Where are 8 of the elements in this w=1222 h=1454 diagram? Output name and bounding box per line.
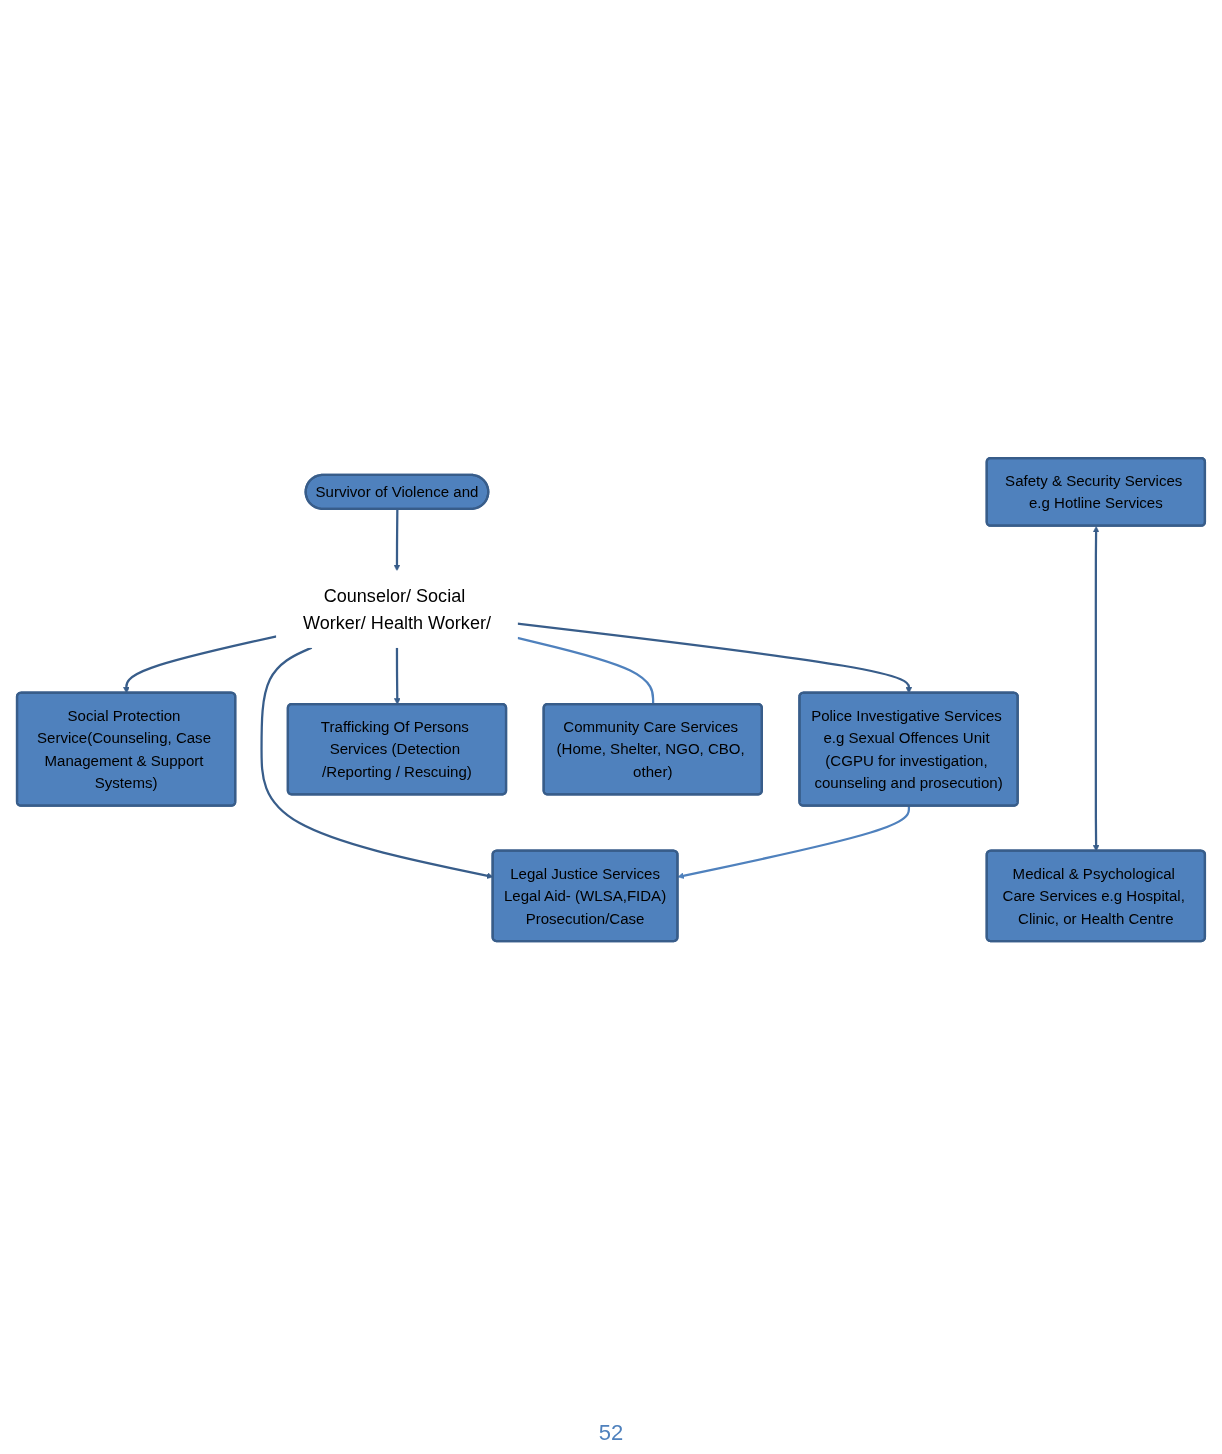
connector	[517, 637, 655, 705]
arrow	[677, 806, 911, 880]
arrow	[123, 635, 277, 694]
arrow	[393, 509, 401, 572]
arrow	[517, 622, 913, 694]
node-text: Counselor/ Social Worker/ Health Worker/	[303, 585, 491, 634]
page-number: 52	[598, 1420, 624, 1445]
arrow	[1092, 526, 1100, 852]
